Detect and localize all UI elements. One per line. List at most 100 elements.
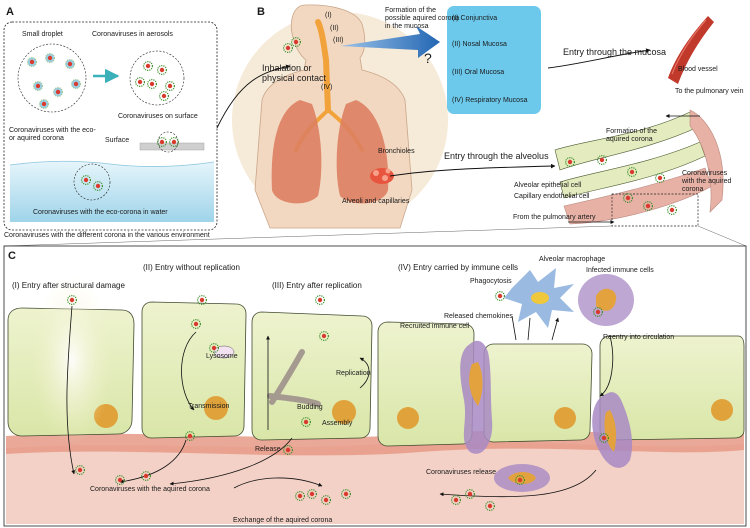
virus-particle bbox=[291, 36, 302, 47]
virus-particle bbox=[626, 167, 637, 178]
small-droplet-label: Small droplet bbox=[22, 31, 63, 38]
blood-vessel-label: Blood vessel bbox=[678, 66, 718, 73]
replication-label: Replication bbox=[336, 370, 371, 377]
phagocytosis-label: Phagocytosis bbox=[470, 278, 512, 285]
alveolar-macrophage-label: Alveolar macrophage bbox=[539, 256, 606, 263]
virus-particle bbox=[197, 295, 208, 306]
virus-particle bbox=[141, 471, 152, 482]
exchange-curve-arrow bbox=[233, 477, 323, 489]
inhalation-label: Inhalation or physical contact bbox=[262, 63, 327, 84]
numeral-iv: (IV) bbox=[321, 84, 333, 91]
entry-immune-title: (IV) Entry carried by immune cells bbox=[398, 263, 519, 272]
infected-immune-nucleus bbox=[596, 288, 617, 311]
capillary-endothelial-label: Capillary endothelial cell bbox=[514, 193, 590, 200]
infected-immune-label: Infected immune cells bbox=[586, 267, 654, 274]
virus-particle bbox=[341, 489, 352, 500]
macrophage-nucleus bbox=[531, 292, 549, 304]
virus-particle bbox=[596, 155, 607, 166]
transmission-arrow bbox=[181, 331, 197, 411]
virus-particle bbox=[598, 433, 609, 444]
nucleus-5 bbox=[554, 407, 576, 429]
virus-particle bbox=[135, 76, 146, 87]
trachea bbox=[315, 19, 331, 113]
blood-vessel-highlight bbox=[671, 19, 707, 75]
panel-a-frame bbox=[3, 21, 218, 231]
site-conjunctiva: (I) Conjunctiva bbox=[452, 15, 498, 22]
reentry-label: Reentry into circulation bbox=[603, 334, 675, 341]
virus-particle bbox=[169, 137, 180, 148]
panel-b-letter: B bbox=[257, 6, 265, 18]
mucosa-to-vessel-arrow bbox=[547, 48, 651, 69]
assembly-label: Assembly bbox=[322, 420, 353, 427]
exiting-immune-nucleus bbox=[604, 410, 617, 452]
no-replication-exit-arrow bbox=[119, 439, 187, 484]
release-arrow bbox=[169, 437, 293, 486]
virus-particle bbox=[209, 343, 220, 354]
lysosome-label: Lysosome bbox=[206, 353, 238, 360]
virus-particle bbox=[52, 86, 63, 97]
damage-haze bbox=[32, 276, 112, 444]
virus-particle bbox=[485, 501, 496, 512]
numeral-ii: (II) bbox=[330, 25, 339, 32]
cell-4 bbox=[377, 321, 475, 447]
replication-loop-arrow bbox=[359, 357, 370, 389]
entry-damage-title: (I) Entry after structural damage bbox=[12, 281, 125, 290]
aerosol-cluster bbox=[129, 50, 185, 106]
virus-particle bbox=[654, 173, 665, 184]
damage-path-arrow bbox=[66, 305, 76, 475]
virus-particle bbox=[514, 475, 525, 486]
blood-layer bbox=[6, 441, 744, 524]
release-label: Release bbox=[255, 446, 281, 453]
epithelial-cells bbox=[7, 301, 745, 447]
transmission-label: Transmission bbox=[188, 403, 230, 410]
cell-2 bbox=[141, 301, 247, 439]
blood-vessel bbox=[668, 16, 714, 84]
virus-particle bbox=[301, 417, 312, 428]
alveoli-bubble-3 bbox=[385, 168, 391, 174]
cell-5 bbox=[483, 343, 593, 443]
panel-c bbox=[3, 245, 747, 527]
virus-particle bbox=[307, 489, 318, 500]
nucleus-4 bbox=[397, 407, 419, 429]
left-lung bbox=[271, 100, 322, 204]
numeral-i: (I) bbox=[325, 12, 332, 19]
er-membrane-2 bbox=[267, 393, 321, 407]
entry-no-replication-title: (II) Entry without replication bbox=[143, 263, 240, 272]
virus-particle bbox=[159, 90, 170, 101]
virus-particle bbox=[38, 98, 49, 109]
droplet-cluster bbox=[17, 43, 87, 113]
in-water-label: Coronaviruses with the eco-corona in wat… bbox=[33, 209, 168, 216]
panel-b bbox=[3, 4, 747, 247]
virus-particle bbox=[143, 60, 154, 71]
virus-particle bbox=[564, 157, 575, 168]
recruited-immune-nucleus bbox=[469, 362, 483, 406]
virus-particle bbox=[315, 295, 326, 306]
panel-a-caption: Coronaviruses with the different corona … bbox=[4, 232, 210, 239]
lung-to-alveolus-arrow bbox=[389, 163, 556, 177]
nucleus-3 bbox=[332, 400, 356, 424]
virus-particle bbox=[495, 291, 506, 302]
recruited-immune-label: Recruited immune cell bbox=[400, 323, 470, 330]
panel-c-letter: C bbox=[8, 250, 16, 262]
virus-particle bbox=[451, 495, 462, 506]
virus-particles bbox=[27, 36, 677, 512]
virus-particle bbox=[666, 205, 677, 216]
pulmonary-artery-label: From the pulmonary artery bbox=[513, 214, 596, 221]
zoom-line-right bbox=[697, 225, 747, 247]
budding-label: Budding bbox=[297, 404, 323, 411]
question-mark: ? bbox=[424, 50, 432, 66]
virus-particle bbox=[64, 58, 75, 69]
alveoli-label: Alveoli and capillaries bbox=[342, 198, 410, 205]
virus-release-label: Coronaviruses release bbox=[426, 469, 497, 476]
entry-mucosa-label: Entry through the mucosa bbox=[563, 47, 667, 57]
virus-particle bbox=[321, 495, 332, 506]
formation-corona-label: Formation of the aquired corona bbox=[606, 128, 657, 144]
virus-particle bbox=[642, 201, 653, 212]
virus-particle bbox=[66, 295, 77, 306]
reentry-arrow bbox=[599, 335, 614, 397]
nucleus-2 bbox=[204, 396, 228, 420]
site-respiratory-mucosa: (IV) Respiratory Mucosa bbox=[452, 97, 528, 104]
virus-particle bbox=[592, 307, 603, 318]
mucosa-sites-box bbox=[447, 6, 541, 114]
water-body bbox=[9, 160, 215, 222]
